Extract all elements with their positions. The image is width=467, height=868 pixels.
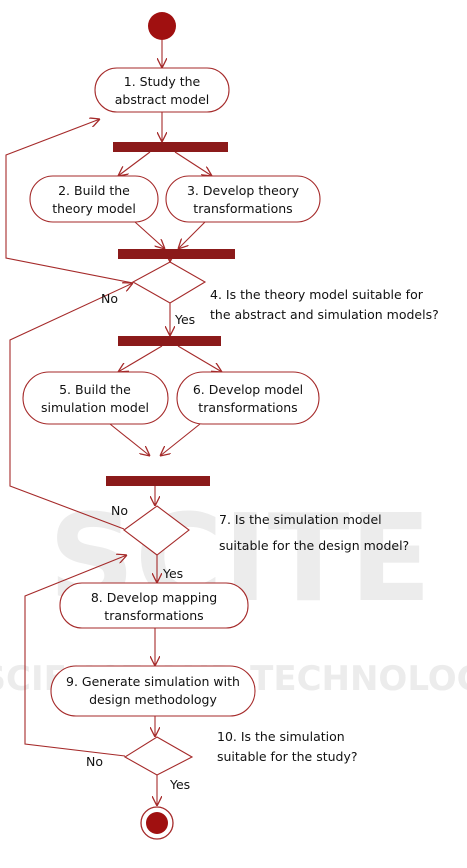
decision-10-question-line-2: suitable for the study? <box>217 749 358 764</box>
start-node <box>148 12 176 40</box>
action-8-line-2: transformations <box>104 608 203 623</box>
action-8-line-1: 8. Develop mapping <box>91 590 217 605</box>
action-9-line-2: design methodology <box>89 692 217 707</box>
decision-10-no-label: No <box>86 754 103 769</box>
fork-bar-1 <box>113 142 228 152</box>
action-node-2: 2. Build the theory model <box>29 175 159 223</box>
edge-5-to-join2 <box>109 423 150 456</box>
fork-bar-2 <box>118 336 221 346</box>
edge-d10-no-loop <box>24 555 127 757</box>
action-node-8: 8. Develop mapping transformations <box>59 582 249 629</box>
decision-4-no-label: No <box>101 291 118 306</box>
join-bar-1 <box>118 249 235 259</box>
action-node-1: 1. Study the abstract model <box>94 67 230 113</box>
action-1-line-1: 1. Study the <box>124 74 201 89</box>
action-6-line-1: 6. Develop model <box>193 382 303 397</box>
action-9-line-1: 9. Generate simulation with <box>66 674 240 689</box>
join-bar-2 <box>106 476 210 486</box>
action-6-line-2: transformations <box>198 400 297 415</box>
end-node <box>140 806 174 840</box>
action-node-5: 5. Build the simulation model <box>22 371 169 425</box>
action-node-9: 9. Generate simulation with design metho… <box>50 665 256 717</box>
edge-fork2-to-6 <box>177 345 222 372</box>
decision-10-yes-label: Yes <box>169 777 190 792</box>
action-2-line-1: 2. Build the <box>58 183 130 198</box>
decision-4-question-line-2: the abstract and simulation models? <box>210 307 439 322</box>
edge-fork1-to-2 <box>118 151 151 176</box>
decision-7-yes-label: Yes <box>162 566 183 581</box>
decision-7-question-line-2: suitable for the design model? <box>219 538 409 553</box>
action-5-line-1: 5. Build the <box>59 382 131 397</box>
decision-4-question-line-1: 4. Is the theory model suitable for <box>210 287 424 302</box>
action-5-line-2: simulation model <box>41 400 149 415</box>
decision-node-7 <box>123 505 190 556</box>
decision-node-10 <box>123 736 194 776</box>
action-2-line-2: theory model <box>52 201 136 216</box>
edge-d7-no-loop <box>9 283 133 530</box>
action-node-3: 3. Develop theory transformations <box>165 175 321 223</box>
edge-fork2-to-5 <box>118 345 163 372</box>
flow-edges <box>5 40 222 806</box>
edge-6-to-join2 <box>160 423 201 456</box>
decision-node-4 <box>131 261 207 304</box>
action-node-6: 6. Develop model transformations <box>176 371 320 425</box>
edge-d4-no-loop <box>5 119 134 284</box>
action-3-line-1: 3. Develop theory <box>187 183 300 198</box>
decision-7-question-line-1: 7. Is the simulation model <box>219 512 382 527</box>
decision-4-yes-label: Yes <box>174 312 195 327</box>
edge-2-to-join1 <box>134 221 165 249</box>
action-1-line-2: abstract model <box>115 92 209 107</box>
action-3-line-2: transformations <box>193 201 292 216</box>
edge-3-to-join1 <box>178 221 206 249</box>
decision-7-no-label: No <box>111 503 128 518</box>
decision-10-question-line-1: 10. Is the simulation <box>217 729 345 744</box>
edge-fork1-to-3 <box>174 151 212 176</box>
